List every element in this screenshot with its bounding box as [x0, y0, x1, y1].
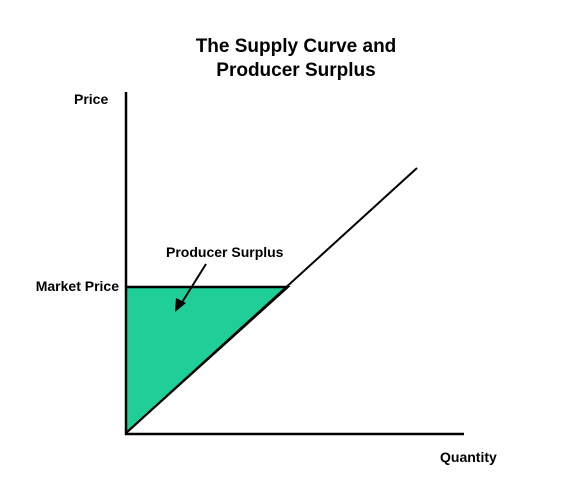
surplus-arrow-shaft	[180, 263, 207, 305]
supply-curve	[125, 167, 418, 434]
x-axis-label: Quantity	[440, 449, 497, 465]
market-price-label: Market Price	[36, 278, 119, 294]
title-line-1: The Supply Curve and	[196, 36, 397, 57]
y-axis-label: Price	[74, 91, 108, 107]
title-line-2: Producer Surplus	[216, 60, 375, 81]
surplus-arrow-head	[175, 298, 186, 312]
producer-surplus-label: Producer Surplus	[166, 244, 284, 260]
